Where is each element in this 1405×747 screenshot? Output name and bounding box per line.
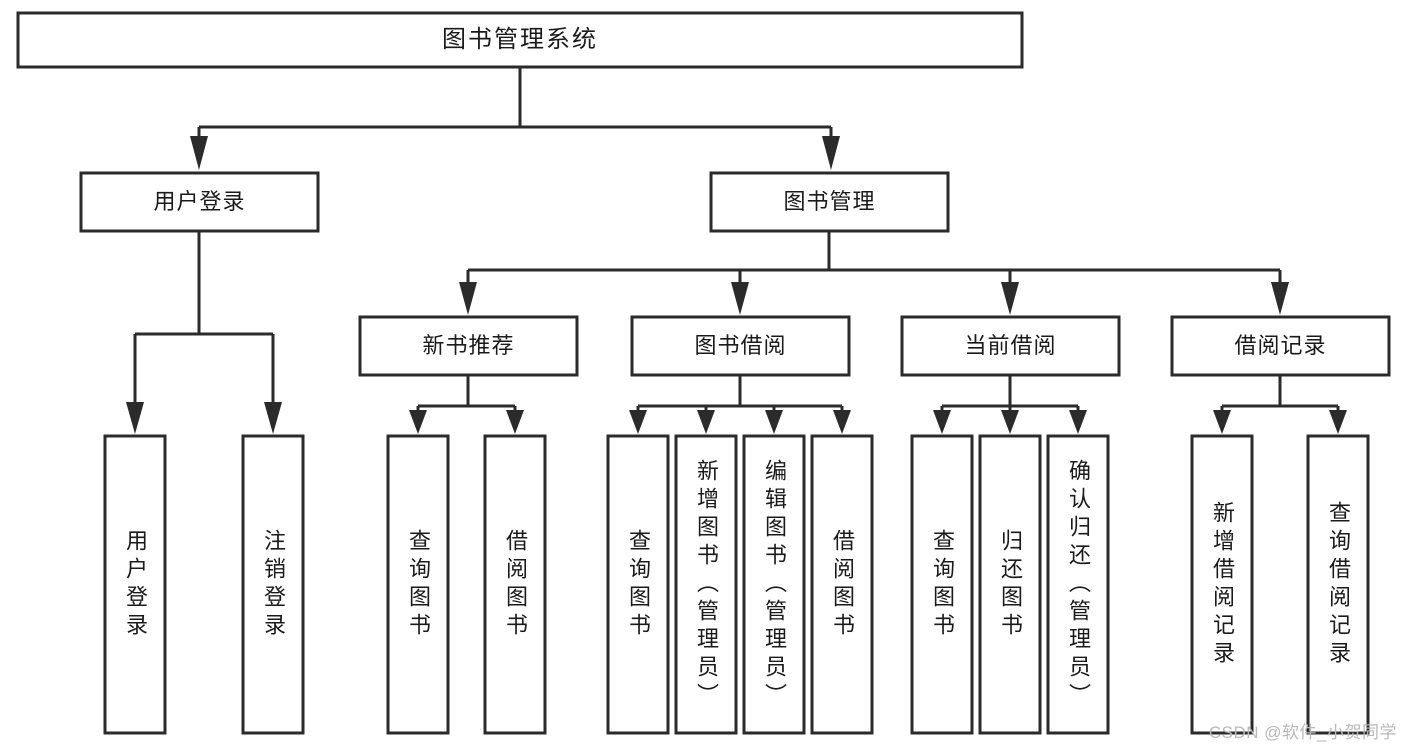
connector-book-manage-to-level3 <box>459 231 1289 315</box>
arrow-head-leaf-return-book <box>1001 410 1019 434</box>
node-box-leaf-query-record[interactable] <box>1306 434 1370 735</box>
arrow-head-leaf-query-book-1 <box>409 410 427 434</box>
arrow-head-leaf-query-book-3 <box>933 410 951 434</box>
connector-current-borrow-to-leaves <box>933 375 1087 434</box>
node-box-root[interactable] <box>16 11 1024 69</box>
arrow-head-book-manage <box>822 136 840 170</box>
node-box-leaf-query-book-2[interactable] <box>606 434 670 735</box>
arrow-head-current-borrow <box>1001 282 1019 315</box>
arrow-head-leaf-borrow-book-2 <box>833 410 851 434</box>
connector-borrow-record-to-leaves <box>1213 375 1347 434</box>
node-box-book-manage[interactable] <box>709 171 950 233</box>
arrow-head-leaf-borrow-book-1 <box>506 410 524 434</box>
node-box-leaf-confirm-return[interactable] <box>1046 434 1110 735</box>
node-box-user-login[interactable] <box>79 171 320 233</box>
arrow-head-leaf-query-record <box>1329 410 1347 434</box>
node-box-leaf-return-book[interactable] <box>978 434 1042 735</box>
arrow-head-borrow-record <box>1271 282 1289 315</box>
arrow-head-leaf-add-book <box>697 410 715 434</box>
node-box-book-borrow[interactable] <box>630 315 851 377</box>
arrow-head-book-borrow <box>731 282 749 315</box>
node-box-leaf-add-record[interactable] <box>1190 434 1254 735</box>
node-box-new-book-recommend[interactable] <box>358 315 579 377</box>
arrow-head-user-login <box>190 136 208 170</box>
connector-book-borrow-to-leaves <box>629 375 851 434</box>
arrow-head-leaf-query-book-2 <box>629 410 647 434</box>
node-box-leaf-user-login[interactable] <box>103 434 167 735</box>
arrow-head-leaf-confirm-return <box>1069 410 1087 434</box>
connector-user-login-to-leaves <box>126 231 282 434</box>
node-box-leaf-logout[interactable] <box>241 434 305 735</box>
arrow-head-leaf-logout <box>264 402 282 434</box>
arrow-head-leaf-add-record <box>1213 410 1231 434</box>
node-box-leaf-query-book-3[interactable] <box>910 434 974 735</box>
node-box-leaf-add-book[interactable] <box>674 434 738 735</box>
node-box-current-borrow[interactable] <box>900 315 1121 377</box>
connector-root-to-level2 <box>190 67 840 170</box>
node-box-leaf-edit-book[interactable] <box>742 434 806 735</box>
node-box-leaf-query-book-1[interactable] <box>386 434 450 735</box>
node-box-leaf-borrow-book-2[interactable] <box>810 434 874 735</box>
connector-new-book-recommend-to-leaves <box>409 375 524 434</box>
node-box-leaf-borrow-book-1[interactable] <box>483 434 547 735</box>
node-box-borrow-record[interactable] <box>1170 315 1391 377</box>
arrow-head-leaf-user-login <box>126 402 144 434</box>
arrow-head-new-book-recommend <box>459 282 477 315</box>
arrow-head-leaf-edit-book <box>765 410 783 434</box>
